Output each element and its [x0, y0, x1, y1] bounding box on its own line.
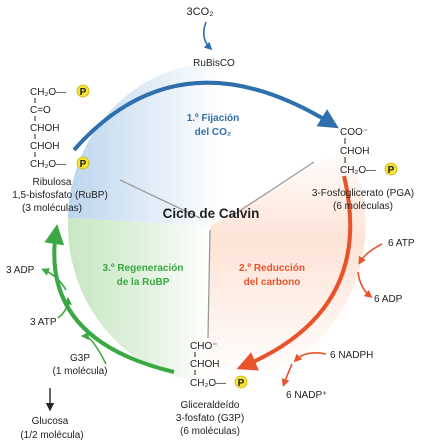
rubp-line-1: CH₂O— — [30, 87, 66, 98]
phosphate-icon — [234, 375, 248, 389]
g3p-name-2: 3-fosfato (G3P) — [176, 413, 244, 424]
fixation-sector — [68, 63, 346, 227]
phosphate-label: P — [388, 165, 395, 176]
phosphate-icon — [76, 156, 90, 170]
regeneration-sector — [67, 218, 211, 382]
co2-input-arrow — [202, 21, 213, 51]
pga-line-2: CHOH — [340, 146, 369, 157]
cycle-title: Ciclo de Calvin — [163, 206, 260, 221]
nadph-label: 6 NADPH — [330, 350, 373, 361]
pga-name-2: (6 moléculas) — [333, 201, 393, 212]
rubisco-label: RuBisCO — [193, 58, 235, 69]
atp-input-arrow — [358, 243, 383, 265]
pga-name-1: 3-Fosfoglicerato (PGA) — [312, 188, 414, 199]
pga-structure: COO⁻ CHOH CH₂O— P — [340, 127, 398, 176]
reduction-label-line1: 2.º Reducción — [239, 263, 305, 274]
adp-regen-label: 3 ADP — [6, 265, 35, 276]
glucose-label: Glucosa — [32, 416, 69, 427]
phosphate-label: P — [80, 159, 87, 170]
regeneration-label-line2: de la RuBP — [117, 277, 170, 288]
regeneration-label-line1: 3.º Regeneración — [103, 263, 184, 274]
rubp-line-3: CHOH — [30, 123, 59, 134]
reduction-sector — [206, 146, 366, 383]
rubp-line-5: CH₂O— — [30, 159, 66, 170]
rubp-name-1: Ribulosa — [33, 177, 72, 188]
g3p-structure: CHO⁻ CHOH CH₂O— P — [190, 341, 248, 389]
co2-label: 3CO₂ — [187, 6, 214, 18]
divider-fixation-regeneration — [119, 179, 201, 219]
pga-line-1: COO⁻ — [340, 127, 368, 138]
g3p-name-3: (6 moléculas) — [180, 426, 240, 437]
rubp-line-2: C=O — [30, 105, 51, 116]
adp-output-arrow — [357, 271, 373, 299]
glucose-count: (1/2 molécula) — [20, 430, 83, 441]
nadp-output-arrow — [281, 363, 293, 388]
divider-fixation-reduction — [231, 161, 315, 217]
g3p-line-2: CHOH — [190, 359, 219, 370]
fixation-label-line1: 1.º Fijación — [187, 113, 240, 124]
g3p-line-1: CHO⁻ — [190, 341, 218, 352]
regeneration-arrow — [44, 224, 175, 374]
pga-line-3: CH₂O— — [340, 165, 376, 176]
rubp-name-3: (3 moléculas) — [22, 203, 82, 214]
phosphate-icon — [384, 162, 398, 176]
rubp-structure: CH₂O— P C=O CHOH CHOH CH₂O— P — [30, 84, 90, 170]
rubp-line-4: CHOH — [30, 141, 59, 152]
g3p-output-arrow — [80, 332, 107, 365]
g3p-name-1: Gliceraldeído — [181, 400, 240, 411]
nadp-label: 6 NADP⁺ — [286, 390, 327, 401]
rubp-name-2: 1,5-bisfosfato (RuBP) — [12, 190, 108, 201]
adp-regen-output-arrow — [41, 268, 67, 291]
atp-regen-label: 3 ATP — [30, 317, 57, 328]
phosphate-label: P — [238, 378, 245, 389]
reduction-label-line2: del carbono — [244, 277, 301, 288]
divider-reduction-regeneration — [207, 229, 211, 339]
g3p-output-label: G3P — [70, 353, 90, 364]
phosphate-label: P — [80, 87, 87, 98]
reduction-arrow — [236, 175, 353, 371]
phosphate-icon — [76, 84, 90, 98]
fixation-arrow — [72, 80, 339, 152]
atp-label: 6 ATP — [388, 238, 415, 249]
adp-label: 6 ADP — [374, 294, 403, 305]
nadph-input-arrow — [293, 352, 327, 363]
g3p-line-3: CH₂O— — [190, 378, 226, 389]
g3p-output-count: (1 molécula) — [52, 366, 107, 377]
atp-regen-input-arrow — [57, 296, 72, 319]
fixation-label-line2: del CO₂ — [195, 127, 232, 138]
